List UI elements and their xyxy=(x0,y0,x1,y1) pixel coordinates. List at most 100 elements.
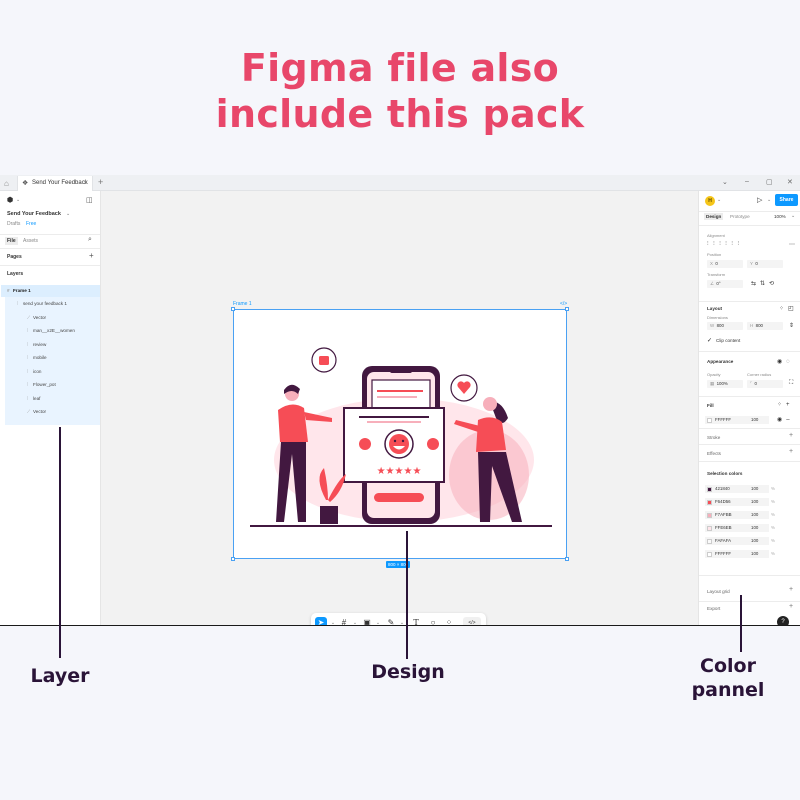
selection-colors-label: Selection colors xyxy=(707,471,743,476)
design-panel: H ⌄ ▷ ⌄ Share Design Prototype 100% ⌄ Al… xyxy=(698,191,800,625)
chevron-down-icon[interactable]: ⌄ xyxy=(722,179,728,186)
dev-mode-icon[interactable]: </> xyxy=(463,617,481,625)
pen-tool-chevron-icon[interactable]: ⌄ xyxy=(399,620,405,625)
position-x-field[interactable]: X 0 xyxy=(707,260,743,268)
fill-style-icons[interactable]: ⁘+ xyxy=(777,402,794,408)
avatar-chevron-icon[interactable]: ⌄ xyxy=(717,197,722,203)
fill-swatch[interactable] xyxy=(707,417,712,423)
tab-file[interactable]: File xyxy=(5,237,18,245)
layer-row[interactable]: ⟋Vector xyxy=(27,409,119,414)
rotation-field[interactable]: ∠ 0° xyxy=(707,280,743,288)
close-tab-icon[interactable]: × xyxy=(83,178,88,187)
close-window-icon[interactable]: ✕ xyxy=(787,179,793,186)
file-name-chevron-icon[interactable]: ⌄ xyxy=(66,211,71,217)
alignment-icons[interactable]: ⫶⫶⫶⫶⫶⫶ xyxy=(707,241,744,247)
layer-row[interactable]: ⁞review xyxy=(27,342,119,347)
components-tool-icon[interactable]: ⁘ xyxy=(445,618,453,625)
code-icon[interactable]: </> xyxy=(560,301,568,307)
help-button[interactable]: ? xyxy=(777,616,789,625)
text-tool-icon[interactable]: T xyxy=(413,618,419,625)
tab-assets[interactable]: Assets xyxy=(23,238,39,244)
home-icon[interactable]: ⌂ xyxy=(4,179,9,188)
zoom-level[interactable]: 100% xyxy=(774,214,786,219)
frame-tool-icon[interactable]: # xyxy=(341,618,347,625)
color-opacity: 100 xyxy=(751,512,759,517)
corner-radius-field[interactable]: ⌜ 0 xyxy=(747,380,783,388)
pen-tool-icon[interactable]: ✎ xyxy=(387,618,395,625)
new-tab-button[interactable]: + xyxy=(98,177,104,187)
fill-opacity: 100 xyxy=(751,417,759,422)
auto-layout-icons[interactable]: ⁘◰ xyxy=(779,306,798,312)
corner-radius-label: Corner radius xyxy=(747,372,772,377)
more-align-icon[interactable]: ⋯ xyxy=(789,242,795,248)
color-swatch[interactable] xyxy=(707,499,712,505)
search-icon[interactable]: ⌕ xyxy=(88,236,92,243)
fill-visibility-icon[interactable]: ◉– xyxy=(777,417,794,423)
height-field[interactable]: H 800 xyxy=(747,322,783,330)
add-stroke-icon[interactable]: + xyxy=(789,432,794,439)
avatar[interactable]: H xyxy=(705,196,715,206)
layer-callout-line xyxy=(59,427,61,658)
menu-chevron-icon[interactable]: ⌄ xyxy=(16,197,21,203)
frame-tool-chevron-icon[interactable]: ⌄ xyxy=(352,620,358,625)
minimize-icon[interactable]: – xyxy=(745,178,749,185)
layer-row[interactable]: ⁞mobile xyxy=(27,355,119,360)
position-y-field[interactable]: Y 0 xyxy=(747,260,783,268)
color-swatch[interactable] xyxy=(707,538,712,544)
file-name[interactable]: Send Your Feedback xyxy=(7,211,61,217)
add-effect-icon[interactable]: + xyxy=(789,448,794,455)
layer-row[interactable]: ⁞send your feedback 1 xyxy=(17,301,109,306)
frame-label[interactable]: Frame 1 xyxy=(233,301,252,307)
color-swatch[interactable] xyxy=(707,486,712,492)
opacity-field[interactable]: ▦ 100% xyxy=(707,380,743,388)
flip-icons[interactable]: ⇆⇅⟲ xyxy=(751,281,779,287)
layer-row[interactable]: ⟋Vector xyxy=(27,315,119,320)
layer-row[interactable]: ⁞leaf xyxy=(27,396,119,401)
add-export-icon[interactable]: + xyxy=(789,603,794,610)
image-tool-chevron-icon[interactable]: ⌄ xyxy=(375,620,381,625)
sidebar-toggle-icon[interactable]: ◫ xyxy=(86,197,93,204)
add-page-icon[interactable]: + xyxy=(89,251,94,260)
present-chevron-icon[interactable]: ⌄ xyxy=(767,197,772,203)
color-opacity: 100 xyxy=(751,551,759,556)
comment-tool-icon[interactable]: ○ xyxy=(430,618,436,625)
add-layout-grid-icon[interactable]: + xyxy=(789,586,794,593)
size-badge: 800 × 800 xyxy=(386,561,411,568)
color-opacity: 100 xyxy=(751,499,759,504)
color-swatch[interactable] xyxy=(707,512,712,518)
maximize-icon[interactable]: ▢ xyxy=(766,179,773,186)
color-swatch[interactable] xyxy=(707,525,712,531)
move-tool-chevron-icon[interactable]: ⌄ xyxy=(330,620,336,625)
frame-1[interactable]: ★★★★★ xyxy=(231,307,569,561)
drafts-label[interactable]: Drafts xyxy=(7,221,21,227)
zoom-chevron-icon[interactable]: ⌄ xyxy=(791,213,796,219)
tab-send-your-feedback[interactable]: ❖ Send Your Feedback × xyxy=(17,176,93,191)
layer-row[interactable]: #Frame 1 xyxy=(7,288,99,293)
move-tool-icon[interactable]: ➤ xyxy=(315,617,327,625)
layer-row[interactable]: ⁞man__x2E__women xyxy=(27,328,119,333)
tab-prototype[interactable]: Prototype xyxy=(730,214,750,219)
present-play-icon[interactable]: ▷ xyxy=(757,197,763,204)
width-field[interactable]: W 800 xyxy=(707,322,743,330)
caption-design: Design xyxy=(371,661,445,683)
layer-row[interactable]: ⁞Flower_pot xyxy=(27,382,119,387)
layer-row[interactable]: ⁞icon xyxy=(27,369,119,374)
constraint-icon[interactable]: ⇕ xyxy=(789,323,795,329)
design-canvas[interactable]: Frame 1 </> xyxy=(101,191,698,625)
color-swatch[interactable] xyxy=(707,551,712,557)
tab-design[interactable]: Design xyxy=(704,213,724,220)
fill-row[interactable]: FFFFFF 100 xyxy=(705,416,769,424)
visibility-eye-icon[interactable]: ◉◌ xyxy=(777,359,794,365)
group-icon: ⁞ xyxy=(27,355,29,360)
clip-content-checkbox-icon[interactable]: ✓ xyxy=(707,338,713,344)
image-tool-icon[interactable]: ▣ xyxy=(363,618,371,625)
corner-expand-icon[interactable]: ⛶ xyxy=(789,380,794,386)
share-button[interactable]: Share xyxy=(775,194,798,206)
figma-menu-icon[interactable]: ⬢ xyxy=(7,197,14,204)
